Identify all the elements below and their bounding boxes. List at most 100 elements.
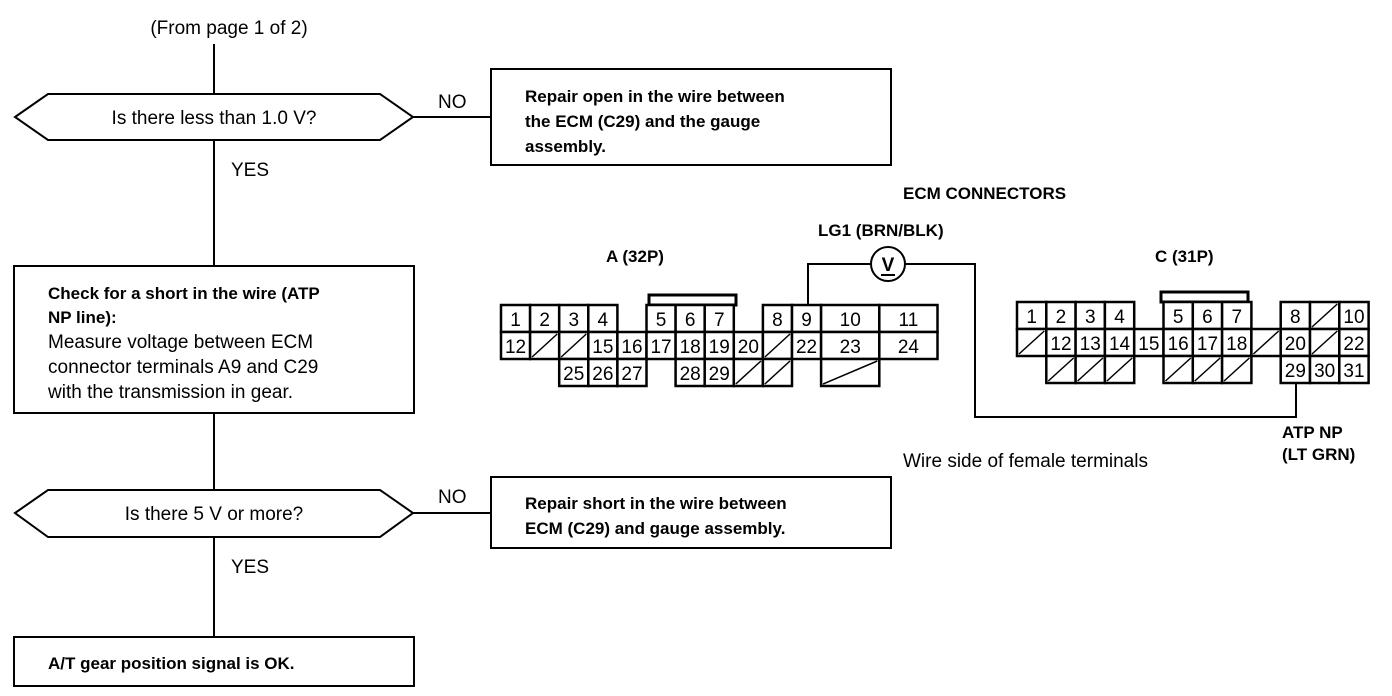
svg-text:8: 8: [1290, 307, 1301, 328]
check-short-box: [13, 265, 415, 414]
svg-text:12: 12: [1050, 334, 1071, 355]
c-cavity-unused: [1220, 354, 1253, 385]
a-terminal-29: 29: [703, 357, 736, 388]
svg-text:8: 8: [772, 310, 783, 331]
c-terminal-3: 3: [1074, 300, 1107, 331]
c-terminal-17: 17: [1191, 327, 1224, 358]
repair-open-line: Repair open in the wire between: [525, 87, 785, 106]
c-terminal-30: 30: [1308, 354, 1341, 385]
svg-text:28: 28: [680, 364, 701, 385]
probe-wire-c29: [906, 263, 1297, 418]
svg-text:22: 22: [796, 337, 817, 358]
c-terminal-6: 6: [1191, 300, 1224, 331]
svg-text:17: 17: [1197, 334, 1218, 355]
a-terminal-9: 9: [790, 303, 823, 334]
svg-text:V: V: [882, 255, 895, 276]
lg1-label: LG1 (BRN/BLK): [818, 221, 944, 240]
a-terminal-17: 17: [645, 330, 677, 361]
svg-text:6: 6: [1202, 307, 1213, 328]
a-terminal-12: 12: [499, 330, 532, 361]
from-page-label: (From page 1 of 2): [150, 18, 307, 39]
c-terminal-1: 1: [1015, 300, 1048, 331]
a-cavity-unused: [761, 330, 794, 361]
repair-short-box: [490, 476, 892, 549]
svg-text:17: 17: [650, 337, 671, 358]
svg-text:22: 22: [1343, 334, 1364, 355]
no-label-2: NO: [438, 487, 467, 508]
connector-c-label: C (31P): [1155, 247, 1214, 266]
svg-text:6: 6: [685, 310, 696, 331]
check-line: Measure voltage between ECM: [48, 332, 313, 353]
a-cavity-unused: [557, 330, 590, 361]
svg-text:23: 23: [840, 337, 861, 358]
svg-text:25: 25: [563, 364, 584, 385]
svg-text:31: 31: [1343, 361, 1364, 382]
c-terminal-8: 8: [1279, 300, 1312, 331]
svg-text:3: 3: [568, 310, 579, 331]
c-cavity-unused: [1074, 354, 1107, 385]
atp-np-color-label: (LT GRN): [1282, 445, 1355, 464]
c-terminal-5: 5: [1162, 300, 1195, 331]
repair-open-text: Repair open in the wire between the ECM …: [525, 87, 785, 156]
c-terminal-29: 29: [1279, 354, 1312, 385]
svg-text:30: 30: [1314, 361, 1335, 382]
a-terminal-8: 8: [761, 303, 794, 334]
c-cavity-unused: [1308, 327, 1341, 358]
probe-wire-a9: [807, 263, 870, 305]
decision-1-text: Is there less than 1.0 V?: [112, 108, 317, 129]
a-terminal-20: 20: [732, 330, 765, 361]
connector-c-latch: [1159, 290, 1250, 304]
a-terminal-1: 1: [499, 303, 532, 334]
repair-short-line: ECM (C29) and gauge assembly.: [525, 519, 785, 538]
svg-text:7: 7: [1231, 307, 1242, 328]
a-cavity-unused: [528, 330, 561, 361]
svg-text:2: 2: [539, 310, 550, 331]
svg-text:4: 4: [1114, 307, 1125, 328]
svg-text:29: 29: [1285, 361, 1306, 382]
svg-text:16: 16: [1168, 334, 1189, 355]
a-terminal-6: 6: [674, 303, 706, 334]
a-terminal-15: 15: [587, 330, 619, 361]
a-cavity-unused: [732, 357, 765, 388]
a-terminal-28: 28: [674, 357, 706, 388]
a-terminal-23: 23: [819, 330, 881, 361]
c-cavity-unused: [1045, 354, 1077, 385]
connector-a-label: A (32P): [606, 247, 664, 266]
c-terminal-15: 15: [1132, 327, 1165, 358]
svg-text:15: 15: [592, 337, 613, 358]
a-terminal-27: 27: [616, 357, 648, 388]
svg-text:26: 26: [592, 364, 613, 385]
decision-2-text: Is there 5 V or more?: [125, 504, 303, 525]
a-terminal-18: 18: [674, 330, 706, 361]
svg-text:19: 19: [709, 337, 730, 358]
c-terminal-10: 10: [1338, 300, 1370, 331]
c-terminal-12: 12: [1045, 327, 1077, 358]
c-terminal-13: 13: [1074, 327, 1107, 358]
result-text: A/T gear position signal is OK.: [48, 654, 295, 673]
check-line: with the transmission in gear.: [47, 382, 293, 403]
svg-text:7: 7: [714, 310, 725, 331]
yes-label-2: YES: [231, 557, 269, 578]
check-line: Check for a short in the wire (ATP: [48, 284, 320, 303]
svg-text:14: 14: [1109, 334, 1131, 355]
a-terminal-10: 10: [819, 303, 881, 334]
check-line: NP line):: [48, 308, 117, 327]
connector-a-latch: [647, 293, 738, 307]
a-terminal-11: 11: [878, 303, 939, 334]
a-terminal-7: 7: [703, 303, 736, 334]
c-cavity-unused: [1191, 354, 1224, 385]
yes-label-1: YES: [231, 160, 269, 181]
svg-text:5: 5: [656, 310, 667, 331]
svg-text:2: 2: [1056, 307, 1067, 328]
c-terminal-18: 18: [1220, 327, 1253, 358]
c-cavity-unused: [1250, 327, 1282, 358]
svg-text:16: 16: [621, 337, 642, 358]
svg-text:9: 9: [801, 310, 812, 331]
a-terminal-26: 26: [587, 357, 619, 388]
svg-text:24: 24: [898, 337, 920, 358]
a-terminal-3: 3: [557, 303, 590, 334]
c-cavity-unused: [1015, 327, 1048, 358]
c-terminal-2: 2: [1045, 300, 1077, 331]
